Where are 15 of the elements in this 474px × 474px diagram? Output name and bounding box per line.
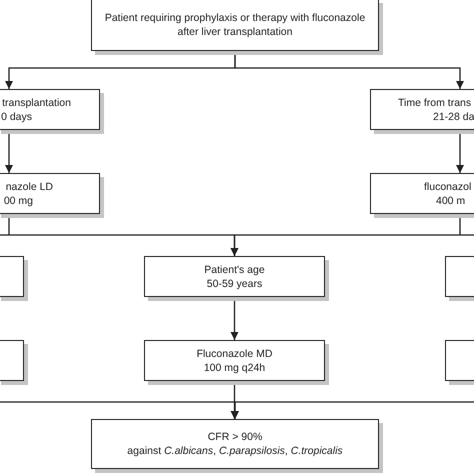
node-text: transplantation xyxy=(1,96,72,110)
node-text: nazole LD xyxy=(4,180,54,194)
node-text: 0 days xyxy=(0,110,33,124)
node-text: 21-28 da xyxy=(432,110,474,124)
node-text: Fluconazole MD xyxy=(196,346,274,360)
node-text: fluconazol xyxy=(423,180,472,194)
node-text: against C.albicans, C.parapsilosis, C.tropicalis xyxy=(126,444,344,458)
node-text: Time from trans xyxy=(397,96,472,110)
node-text: 00 mg xyxy=(2,194,34,208)
node-text: Patient requiring prophylaxis or therapy with fluconazole after liver transplantation xyxy=(104,11,366,39)
node-text: Patient's age xyxy=(203,262,266,276)
node-text: 400 m xyxy=(435,194,466,208)
node-text: CFR > 90% xyxy=(206,430,264,444)
node-text: 100 mg q24h xyxy=(202,360,266,374)
node-text: 50-59 years xyxy=(206,276,264,290)
